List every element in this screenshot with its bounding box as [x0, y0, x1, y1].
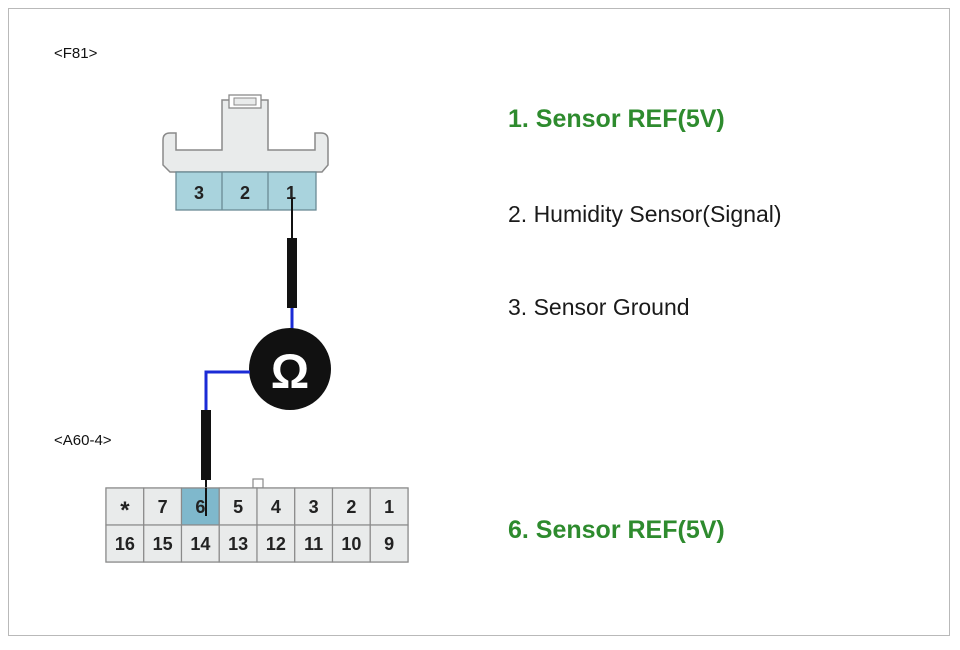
a60-pin-7: 7	[158, 497, 168, 517]
a60-pin-10: 10	[341, 534, 361, 554]
connector-f81: 3 2 1	[162, 94, 329, 211]
f81-pin-1: 1	[286, 183, 296, 203]
a60-pin-12: 12	[266, 534, 286, 554]
a60-pin-1: 1	[384, 497, 394, 517]
f81-pin-3: 3	[194, 183, 204, 203]
a60-cell	[105, 487, 145, 526]
a60-pin-6: 6	[195, 497, 205, 517]
a60-cell	[143, 487, 183, 526]
a60-cell	[256, 487, 296, 526]
legend-item-3: 3. Sensor Ground	[508, 294, 690, 320]
probe-top	[287, 198, 297, 330]
a60-pin-9: 9	[384, 534, 394, 554]
a60-pin-13: 13	[228, 534, 248, 554]
legend-item-2: 2. Humidity Sensor(Signal)	[508, 201, 782, 227]
a60-cell	[105, 524, 145, 563]
a60-cell	[331, 487, 371, 526]
f81-pin-2: 2	[240, 183, 250, 203]
legend-item-6: 6. Sensor REF(5V)	[508, 516, 725, 544]
a60-cell	[369, 487, 409, 526]
legend-item-1: 1. Sensor REF(5V)	[508, 105, 725, 133]
a60-pin-2: 2	[346, 497, 356, 517]
ohmmeter-icon: Ω	[249, 328, 331, 410]
a60-pin-11: 11	[304, 534, 323, 554]
a60-cell	[218, 524, 258, 563]
a60-pin-15: 15	[153, 534, 173, 554]
connector-a60-4: * 7 6 5 4 3 2 1 16 15 14 13 12 11 10 9	[105, 478, 409, 563]
a60-pin-4: 4	[271, 497, 281, 517]
a60-cell	[256, 524, 296, 563]
a60-pin-14: 14	[190, 534, 210, 554]
a60-pin-3: 3	[309, 497, 319, 517]
a60-pin-16: 16	[115, 534, 135, 554]
svg-text:Ω: Ω	[271, 346, 309, 399]
a60-cell	[369, 524, 409, 563]
connector-a60-4-label: <A60-4>	[54, 432, 112, 449]
a60-pin-5: 5	[233, 497, 243, 517]
a60-cell	[180, 487, 220, 526]
a60-pin-star: *	[120, 497, 130, 524]
connector-f81-label: <F81>	[54, 45, 98, 62]
